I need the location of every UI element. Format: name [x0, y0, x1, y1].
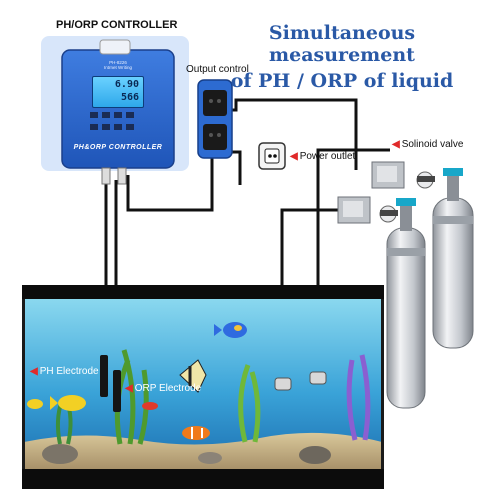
solenoid-valve-1	[371, 161, 435, 189]
arrow-icon: ◀	[290, 151, 298, 162]
fish-yellow-1	[50, 395, 86, 411]
headline: Simultaneous measurement of PH / ORP of …	[196, 22, 488, 92]
ph-orp-controller-device	[41, 36, 189, 185]
fish-clown	[182, 426, 210, 440]
fish-yellow-2	[27, 399, 43, 409]
label-output-control-text: Output control	[186, 64, 249, 75]
label-power-outlet-text: Power outlet	[299, 151, 356, 162]
fish-angel	[179, 359, 207, 393]
fish-red	[142, 402, 158, 410]
label-power-outlet: ◀Power outlet	[290, 151, 355, 162]
headline-line-2: of PH / ORP of liquid	[230, 70, 454, 92]
fish-blue	[214, 322, 247, 338]
controller-brand: PH&ORP CONTROLLER	[73, 144, 163, 151]
gas-cylinder-1	[386, 198, 426, 409]
controller-lcd-display: 6.90 566	[92, 76, 144, 108]
label-solenoid-valve: ◀Solinoid valve	[392, 139, 463, 150]
controller-model-line-1: PH-8226	[109, 60, 127, 65]
solenoid-valve-2	[337, 196, 398, 224]
gas-cylinder-2	[432, 168, 474, 349]
aquarium	[22, 285, 384, 489]
controller-model: PH-8226 Intrnet Writing	[92, 60, 144, 70]
label-ph-electrode-text: PH Electrode	[39, 366, 99, 377]
arrow-icon: ◀	[125, 383, 133, 394]
arrow-icon: ◀	[392, 139, 400, 150]
lcd-orp-readout: 566	[120, 92, 139, 103]
power-outlet	[258, 142, 286, 170]
label-orp-electrode-text: ORP Electrode	[134, 383, 202, 394]
label-ph-electrode: ◀PH Electrode	[30, 366, 99, 377]
arrow-icon: ◀	[30, 366, 38, 377]
lcd-ph-readout: 6.90	[114, 79, 139, 90]
cable-controller-to-output	[126, 155, 214, 212]
controller-title: PH/ORP CONTROLLER	[56, 19, 178, 31]
controller-model-line-2: Intrnet Writing	[104, 65, 132, 70]
label-output-control: Output control	[186, 64, 249, 75]
label-solenoid-valve-text: Solinoid valve	[401, 139, 464, 150]
headline-line-1: Simultaneous measurement	[268, 22, 416, 66]
label-orp-electrode: ◀ORP Electrode	[125, 383, 201, 394]
output-control-unit	[197, 79, 233, 159]
